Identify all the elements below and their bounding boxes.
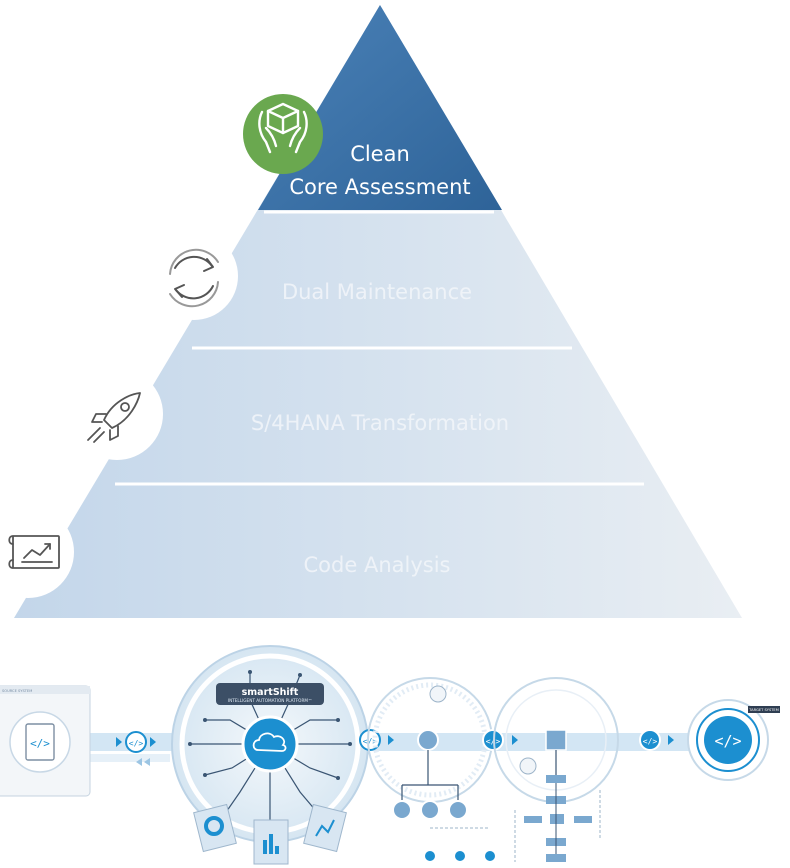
platform-name: smartShift xyxy=(242,687,299,698)
code-node-1: </> xyxy=(116,731,156,766)
flow-band-lower xyxy=(60,754,170,762)
source-system-panel: SOURCE SYSTEM </> xyxy=(0,685,91,797)
code-icon: </> xyxy=(30,737,50,750)
tier-label-s4hana: S/4HANA Transformation xyxy=(251,411,509,435)
refresh-arrows-icon xyxy=(150,232,238,320)
target-system: </> TARGET SYSTEM xyxy=(687,699,780,781)
transformation-wheel xyxy=(493,677,619,862)
cloud-icon xyxy=(252,732,287,752)
tier-label-code-analysis: Code Analysis xyxy=(304,553,451,577)
chart-scroll-icon xyxy=(0,506,74,598)
platform-subtitle: INTELLIGENT AUTOMATION PLATFORM™ xyxy=(228,698,312,703)
report-cards xyxy=(193,803,347,865)
pyramid-body xyxy=(14,5,742,618)
tier-label-core-assessment: Core Assessment xyxy=(289,175,470,199)
pyramid: Clean Core Assessment Dual Maintenance S… xyxy=(0,5,742,618)
hands-holding-box-icon xyxy=(243,94,323,174)
analysis-wheel xyxy=(367,677,495,861)
target-code-icon: </> xyxy=(714,732,741,750)
apex-tier xyxy=(258,5,502,210)
svg-text:</>: </> xyxy=(643,737,658,746)
svg-text:</>: </> xyxy=(363,737,378,746)
tier-label-dual-maintenance: Dual Maintenance xyxy=(282,280,472,304)
tier-label-clean: Clean xyxy=(350,142,410,166)
platform-diagram: SOURCE SYSTEM </> </> xyxy=(0,645,780,865)
source-system-tag: SOURCE SYSTEM xyxy=(2,689,32,693)
code-node-2: </> xyxy=(359,729,394,751)
target-system-tag: TARGET SYSTEM xyxy=(748,708,779,712)
code-node-4: </> xyxy=(639,729,674,751)
smartshift-hub: smartShift INTELLIGENT AUTOMATION PLATFO… xyxy=(171,645,369,865)
rocket-icon xyxy=(71,368,163,460)
svg-text:</>: </> xyxy=(129,739,144,748)
